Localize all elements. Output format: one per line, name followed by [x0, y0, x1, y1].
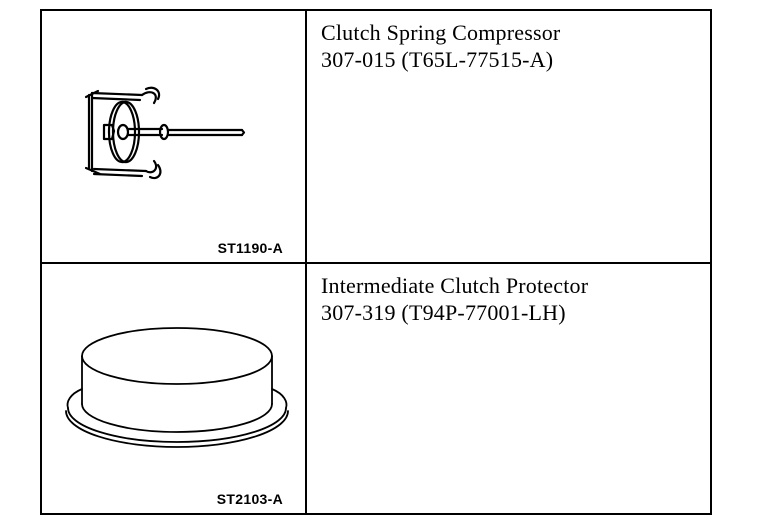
tool-description-cell: Clutch Spring Compressor 307-015 (T65L-7… — [307, 11, 710, 262]
tool-illustration-cell: ST2103-A — [42, 264, 307, 513]
tool-row-intermediate-clutch-protector: ST2103-A Intermediate Clutch Protector 3… — [42, 264, 710, 513]
clutch-protector-ring-icon — [65, 327, 289, 448]
illustration-code: ST1190-A — [217, 240, 283, 256]
illustration-code: ST2103-A — [216, 491, 283, 507]
tool-description-cell: Intermediate Clutch Protector 307-319 (T… — [307, 264, 710, 513]
tool-name: Intermediate Clutch Protector — [321, 273, 589, 298]
tool-illustration-cell: ST1190-A — [42, 11, 307, 262]
tool-row-clutch-spring-compressor: ST1190-A Clutch Spring Compressor 307-01… — [42, 11, 710, 264]
tool-name: Clutch Spring Compressor — [321, 20, 561, 45]
special-tools-table: ST1190-A Clutch Spring Compressor 307-01… — [40, 9, 712, 515]
tool-number: 307-015 (T65L-77515-A) — [321, 47, 554, 72]
clutch-spring-compressor-icon — [84, 86, 246, 180]
tool-number: 307-319 (T94P-77001-LH) — [321, 300, 566, 325]
